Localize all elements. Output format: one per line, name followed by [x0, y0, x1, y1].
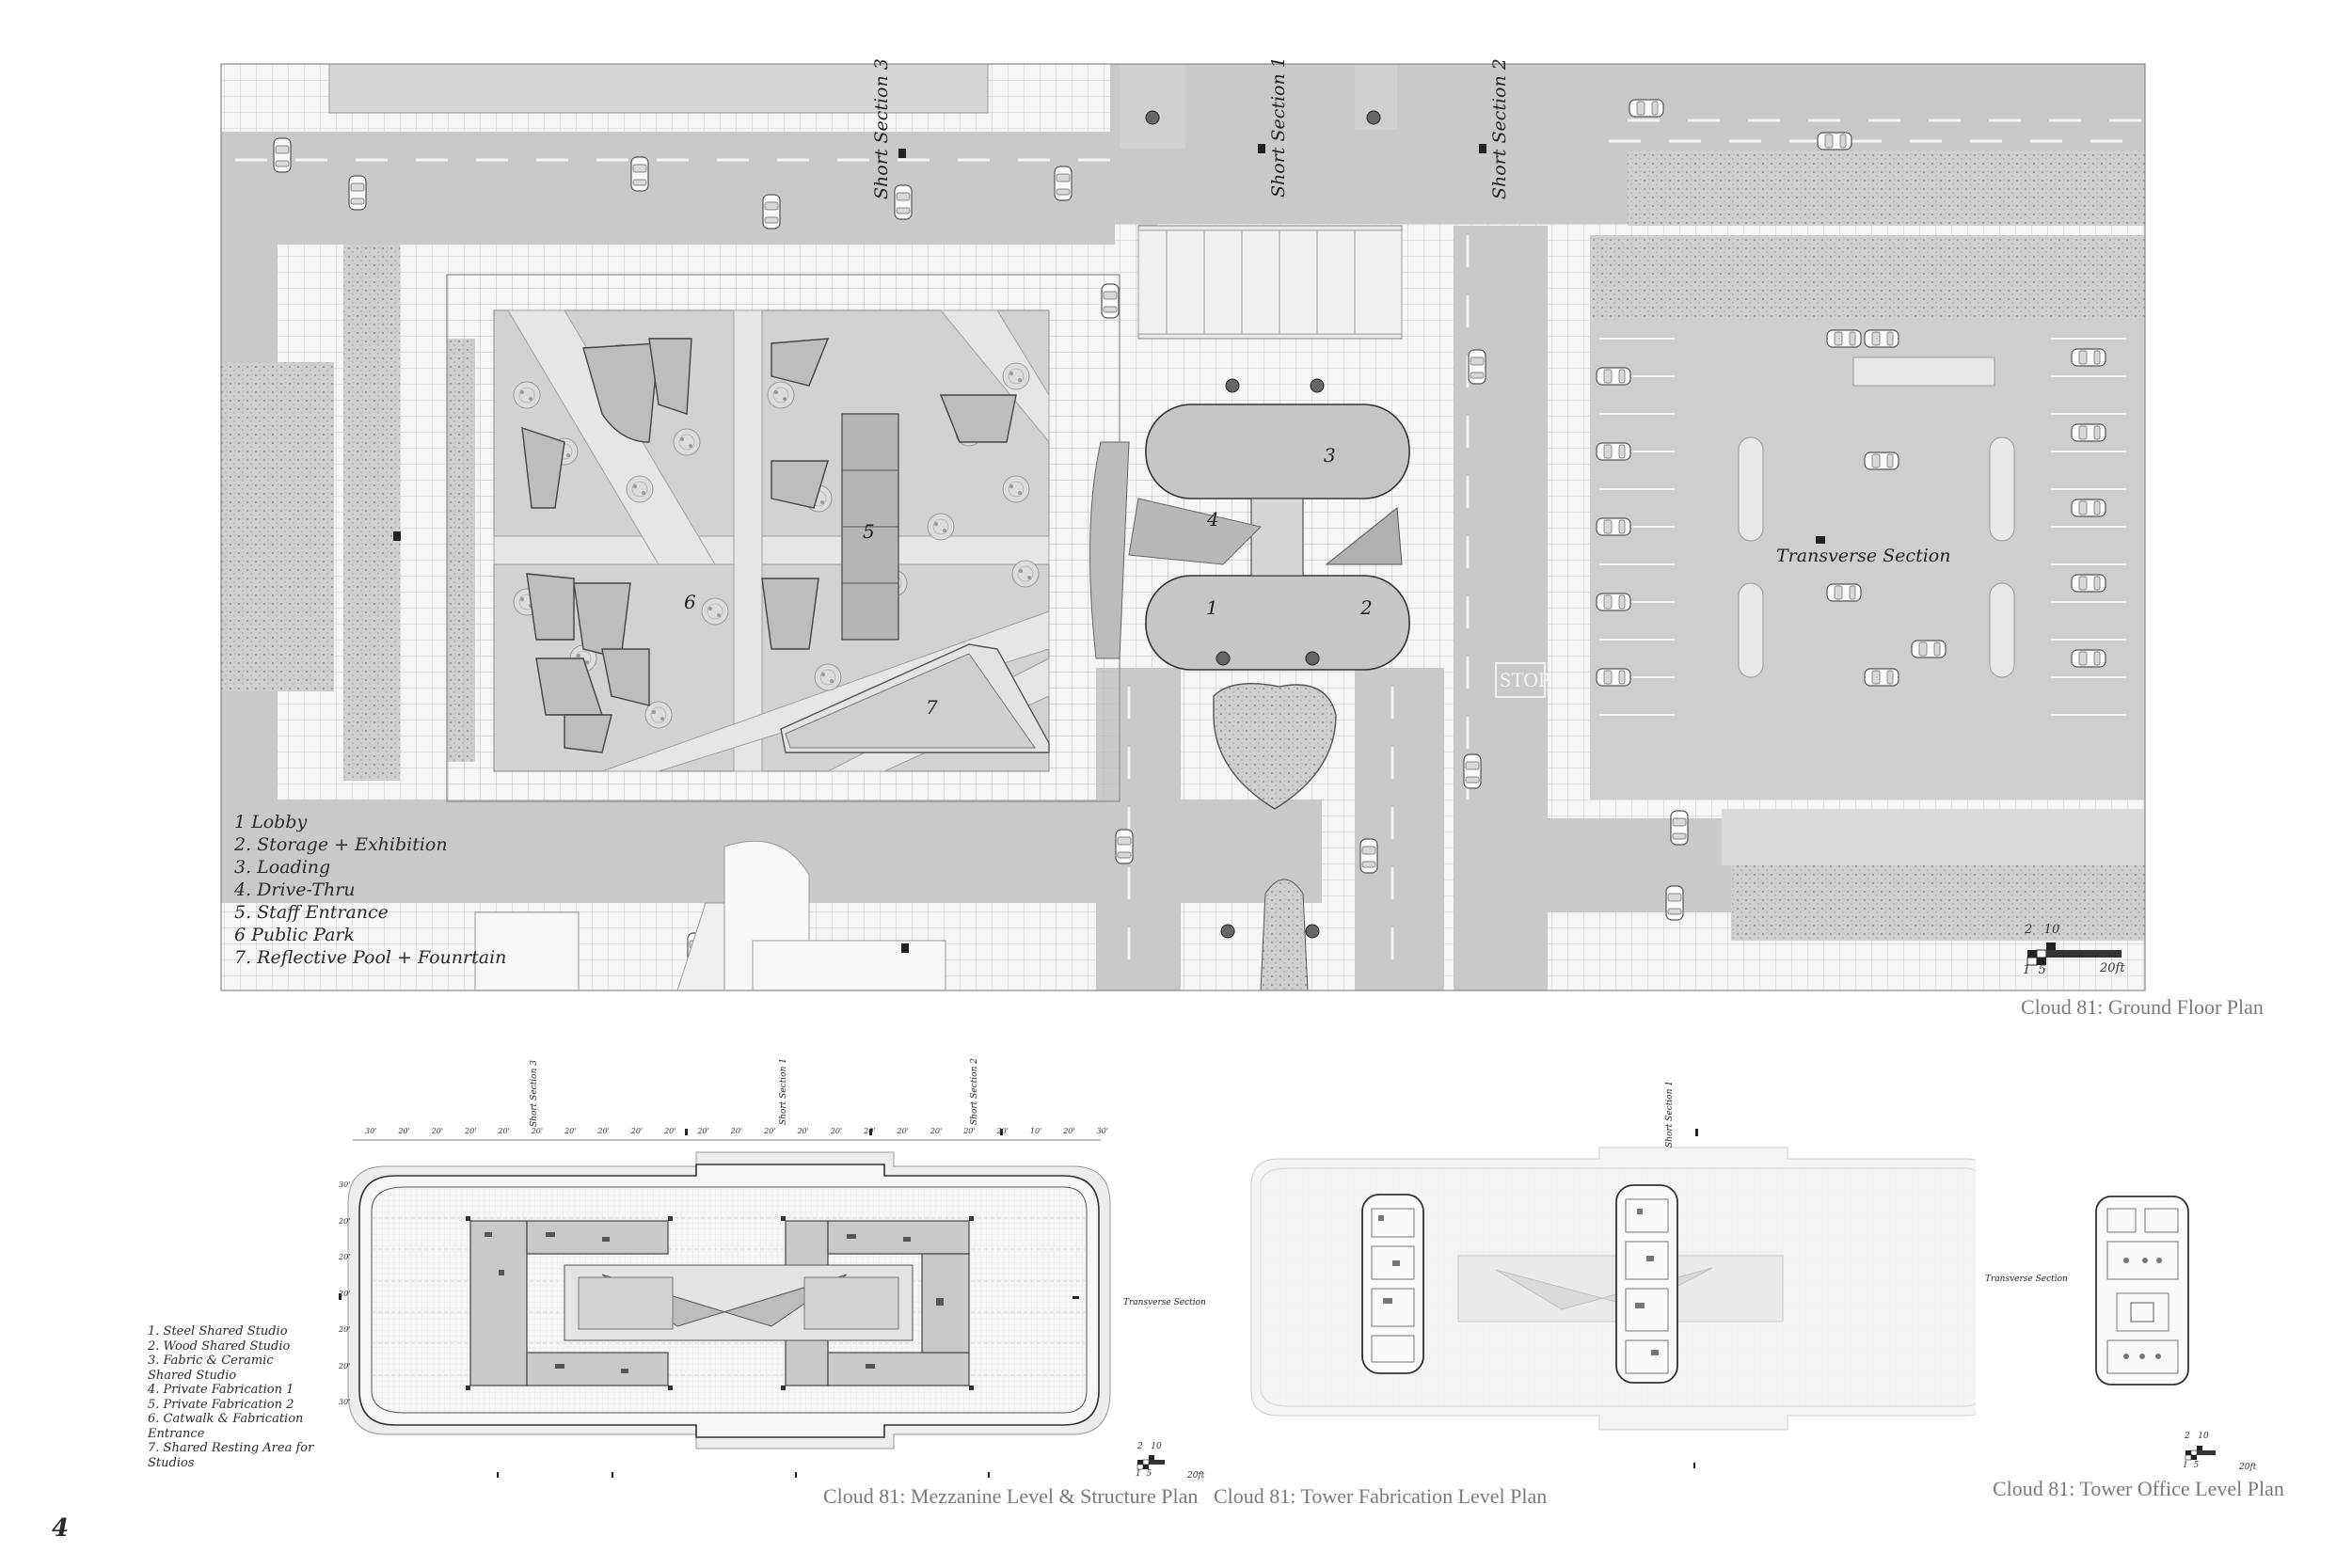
mezz-legend-item: 2. Wood Shared Studio [148, 1338, 291, 1354]
mezz-legend-item: 5. Private Fabrication 2 [148, 1397, 294, 1412]
ground-short-section-2-label: Short Section 2 [1489, 58, 1510, 199]
ground-short-section-3-label: Short Section 3 [871, 58, 892, 199]
dimension-label: 20' [797, 1127, 809, 1135]
ground-legend-item: 3. Loading [234, 857, 331, 878]
ground-legend-item: 5. Staff Entrance [234, 902, 389, 923]
dimension-label: 20' [730, 1127, 743, 1135]
dimension-label: 20' [897, 1127, 909, 1135]
mezzanine-legend: 1. Steel Shared Studio 2. Wood Shared St… [148, 1324, 326, 1470]
mezz-legend-item: 1. Steel Shared Studio [148, 1324, 288, 1338]
office-scale-top: 2 10 [2185, 1432, 2209, 1441]
ground-scale-bottom: 1 5 [2023, 963, 2046, 977]
ground-number-7: 7 [926, 696, 938, 719]
dimension-label: 20' [963, 1127, 976, 1135]
office-scale-bottom: 1 5 [2183, 1461, 2200, 1470]
dimension-label: 30' [1096, 1127, 1108, 1135]
mezz-scale-top: 2 10 [1137, 1442, 1162, 1451]
dimension-label: 20' [697, 1127, 709, 1135]
dimension-label: 20' [339, 1289, 351, 1298]
mezzanine-caption: Cloud 81: Mezzanine Level & Structure Pl… [823, 1484, 1199, 1508]
ground-scale-unit: 20ft [2100, 961, 2125, 975]
dimension-label: 30' [339, 1398, 351, 1406]
fabrication-caption: Cloud 81: Tower Fabrication Level Plan [1214, 1484, 1548, 1508]
mezz-legend-item: 7. Shared Resting Area for [148, 1441, 314, 1455]
dimension-label: 20' [764, 1127, 776, 1135]
ground-legend-item: 6 Public Park [234, 925, 355, 945]
office-plan-drawing [2095, 1196, 2189, 1386]
ground-transverse-section-label: Transverse Section [1776, 546, 1951, 566]
ground-number-3: 3 [1324, 444, 1336, 467]
mezz-legend-item: 6. Catwalk & Fabrication [148, 1412, 304, 1426]
fabrication-plan-drawing [1250, 1129, 1976, 1468]
mezz-legend-item: Shared Studio [148, 1368, 237, 1383]
mezz-short-section-1-label: Short Section 1 [779, 1058, 788, 1125]
ground-number-5: 5 [863, 520, 875, 543]
dimension-label: 20' [664, 1127, 676, 1135]
mezz-legend-item: 4. Private Fabrication 1 [148, 1383, 294, 1397]
page-number: 4 [52, 1514, 70, 1543]
ground-stop-marking: STOP [1500, 668, 1550, 691]
ground-number-4: 4 [1207, 508, 1219, 531]
dimension-label: 20' [339, 1325, 351, 1334]
ground-legend-item: 1 Lobby [234, 812, 308, 832]
mezz-legend-item: Entrance [148, 1426, 205, 1441]
dimension-label: 20' [498, 1127, 510, 1135]
ground-legend-item: 2. Storage + Exhibition [234, 834, 448, 855]
dimension-label: 20' [531, 1127, 544, 1135]
ground-scale-bar [2026, 942, 2122, 966]
mezz-transverse-section-label: Transverse Section [1123, 1298, 1206, 1307]
ground-legend-item: 4. Drive-Thru [234, 879, 356, 900]
mezzanine-scale-bar [1136, 1455, 1165, 1470]
dimension-label: 20' [864, 1127, 876, 1135]
ground-legend: 1 Lobby 2. Storage + Exhibition 3. Loadi… [234, 811, 506, 969]
dimension-label: 10' [1029, 1127, 1042, 1135]
mezz-short-section-2-label: Short Section 2 [970, 1058, 979, 1125]
dimension-label: 20' [339, 1253, 351, 1261]
dimension-label: 20' [830, 1127, 843, 1135]
office-scale-bar [2185, 1446, 2216, 1461]
mezz-legend-item: 3. Fabric & Ceramic [148, 1354, 274, 1368]
dimension-label: 20' [564, 1127, 577, 1135]
dimension-label: 20' [630, 1127, 644, 1135]
dimension-label: 20' [339, 1216, 351, 1226]
fab-short-section-1-label: Short Section 1 [1665, 1081, 1675, 1148]
dimension-label: 20' [996, 1127, 1009, 1135]
office-transverse-section-label: Transverse Section [1985, 1275, 2068, 1284]
ground-floor-caption: Cloud 81: Ground Floor Plan [2021, 995, 2264, 1019]
mezz-scale-bottom: 1 5 [1136, 1469, 1152, 1479]
mezz-short-section-3-label: Short Section 3 [530, 1060, 539, 1127]
dimension-label: 20' [398, 1127, 410, 1135]
mezz-dimensions-top: 30' 20' 20' 20' 20' 20' 20' 20' 20' 20' … [365, 1127, 1108, 1135]
ground-scale-top: 2 10 [2025, 923, 2060, 937]
ground-number-6: 6 [684, 591, 696, 613]
dimension-label: 20' [930, 1127, 943, 1135]
mezzanine-plan-drawing [339, 1129, 1165, 1478]
dimension-label: 30' [339, 1180, 351, 1189]
ground-short-section-1-label: Short Section 1 [1268, 56, 1289, 198]
office-scale-unit: 20ft [2239, 1463, 2257, 1472]
dimension-label: 20' [1063, 1127, 1075, 1135]
dimension-label: 20' [597, 1127, 610, 1135]
mezz-legend-item: Studios [148, 1455, 195, 1470]
ground-number-2: 2 [1360, 596, 1373, 619]
ground-number-1: 1 [1206, 596, 1218, 619]
mezz-dimensions-left: 30' 20' 20' 20' 20' 20' 30' [339, 1180, 350, 1406]
mezz-scale-unit: 20ft [1187, 1471, 1205, 1481]
ground-legend-item: 7. Reflective Pool + Founrtain [234, 947, 507, 968]
dimension-label: 20' [431, 1127, 444, 1135]
dimension-label: 20' [465, 1127, 477, 1135]
dimension-label: 30' [365, 1127, 377, 1135]
dimension-label: 20' [339, 1361, 351, 1370]
office-caption: Cloud 81: Tower Office Level Plan [1993, 1477, 2284, 1500]
